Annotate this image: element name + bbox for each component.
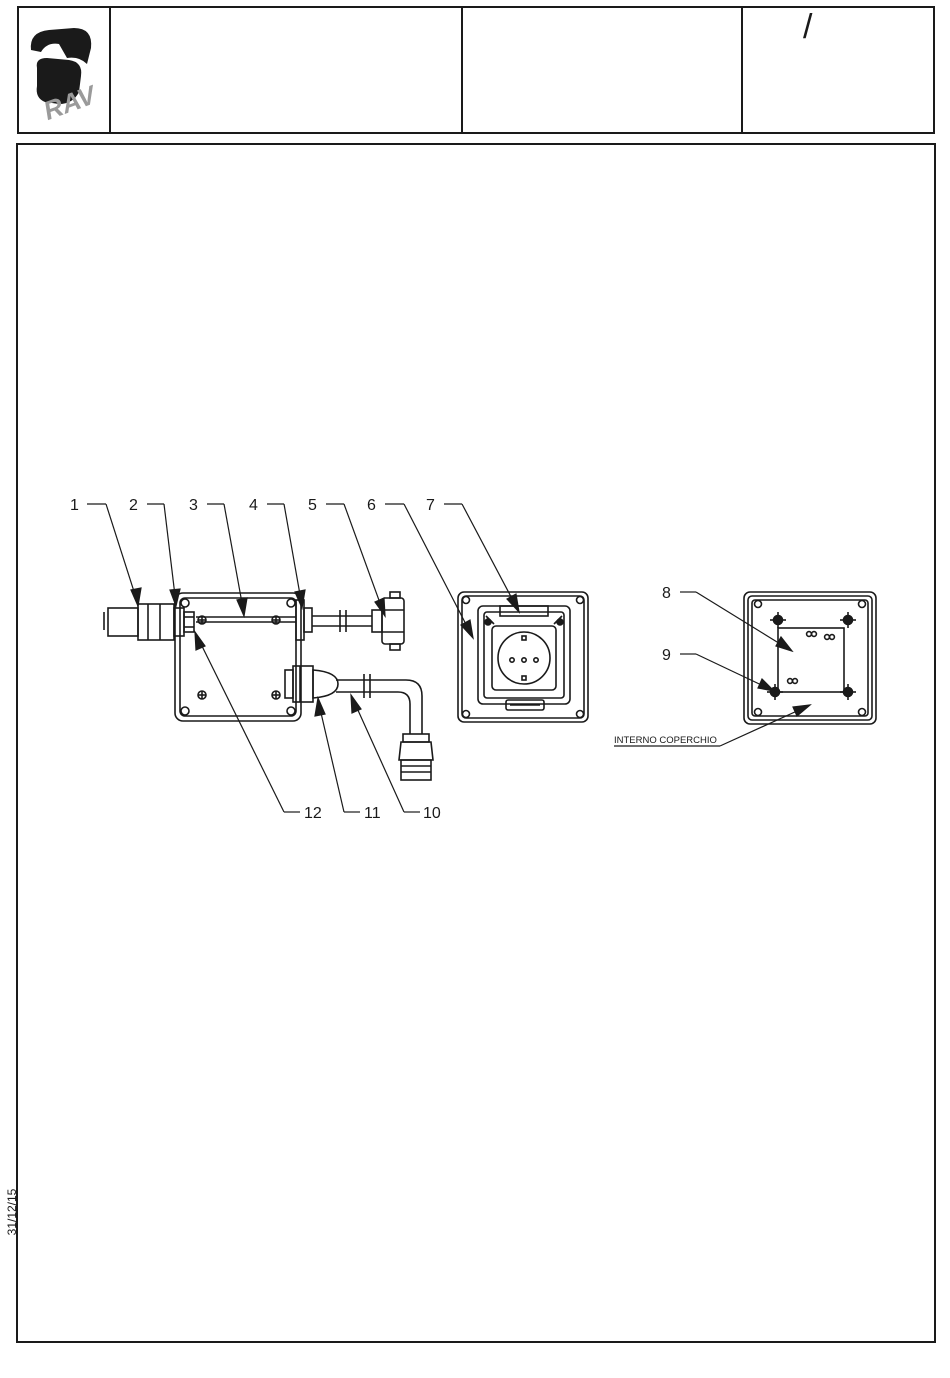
callout-2: 2	[129, 497, 138, 514]
callout-6: 6	[367, 497, 376, 514]
callout-3: 3	[189, 497, 198, 514]
lid-interior-label: INTERNO COPERCHIO	[614, 735, 717, 746]
callout-7: 7	[426, 497, 435, 514]
callout-12: 12	[304, 805, 322, 822]
callout-10: 10	[423, 805, 441, 822]
revision-date: 31/12/15	[5, 1182, 19, 1242]
cable-gland	[285, 666, 338, 702]
callout-1: 1	[70, 497, 79, 514]
flexible-conduit	[336, 674, 433, 780]
right-fitting	[296, 592, 404, 650]
callout-8: 8	[662, 585, 671, 602]
callout-9: 9	[662, 647, 671, 664]
callout-11: 11	[364, 805, 381, 822]
socket-outlet	[458, 592, 588, 722]
leader-lines	[87, 504, 810, 812]
callout-4: 4	[249, 497, 258, 514]
callout-5: 5	[308, 497, 317, 514]
lid-interior	[744, 592, 876, 724]
